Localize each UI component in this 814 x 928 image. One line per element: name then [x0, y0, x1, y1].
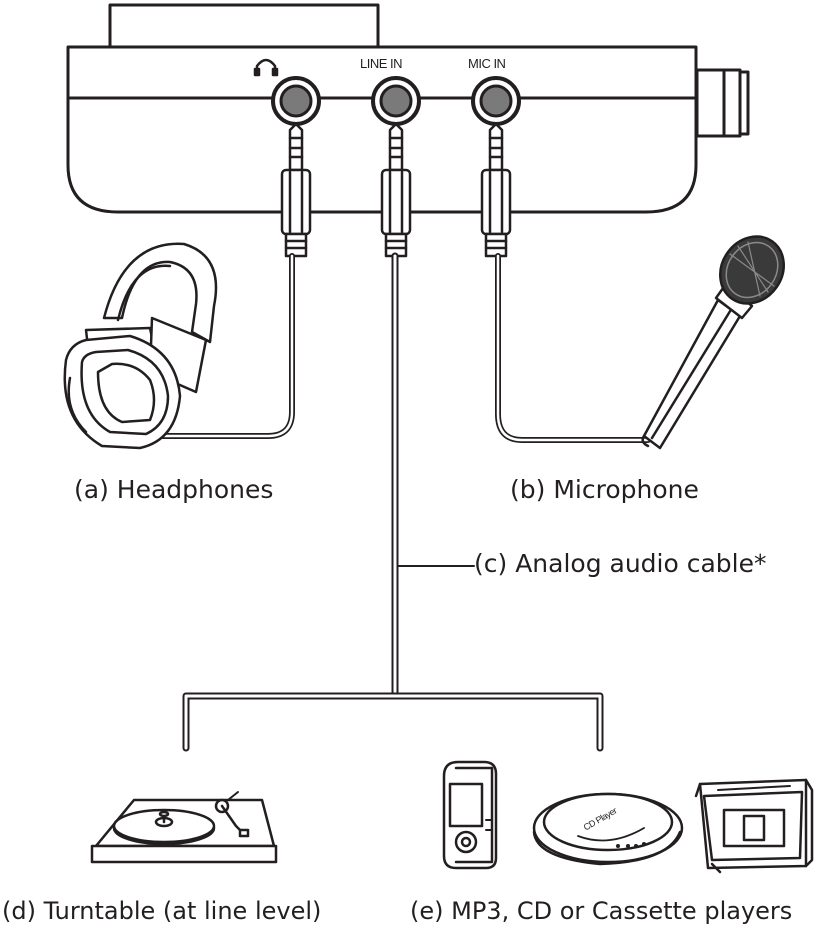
microphone-cable	[495, 253, 651, 443]
headphone-icon	[253, 58, 279, 77]
headphone-jack	[271, 76, 321, 126]
mic-in-plug	[480, 122, 512, 258]
line-in-jack	[371, 76, 421, 126]
headphone-cable	[147, 253, 295, 439]
mic-in-label: MIC IN	[468, 56, 506, 71]
cable-label: (c) Analog audio cable*	[474, 549, 767, 578]
audio-interface-device	[66, 3, 750, 214]
cd-player	[532, 792, 684, 866]
microphone	[641, 235, 785, 450]
cassette-player	[694, 778, 814, 874]
turntable	[90, 791, 278, 864]
microphone-label: (b) Microphone	[510, 475, 699, 504]
line-in-plug	[380, 122, 412, 258]
cable-splitter	[182, 692, 604, 752]
mic-in-jack	[471, 76, 521, 126]
mp3-player	[442, 760, 498, 870]
headphones-label: (a) Headphones	[74, 475, 274, 504]
headphones	[63, 242, 218, 450]
line-in-label: LINE IN	[360, 56, 403, 71]
headphone-plug	[280, 122, 312, 258]
turntable-label: (d) Turntable (at line level)	[2, 897, 322, 925]
players-label: (e) MP3, CD or Cassette players	[410, 897, 793, 925]
